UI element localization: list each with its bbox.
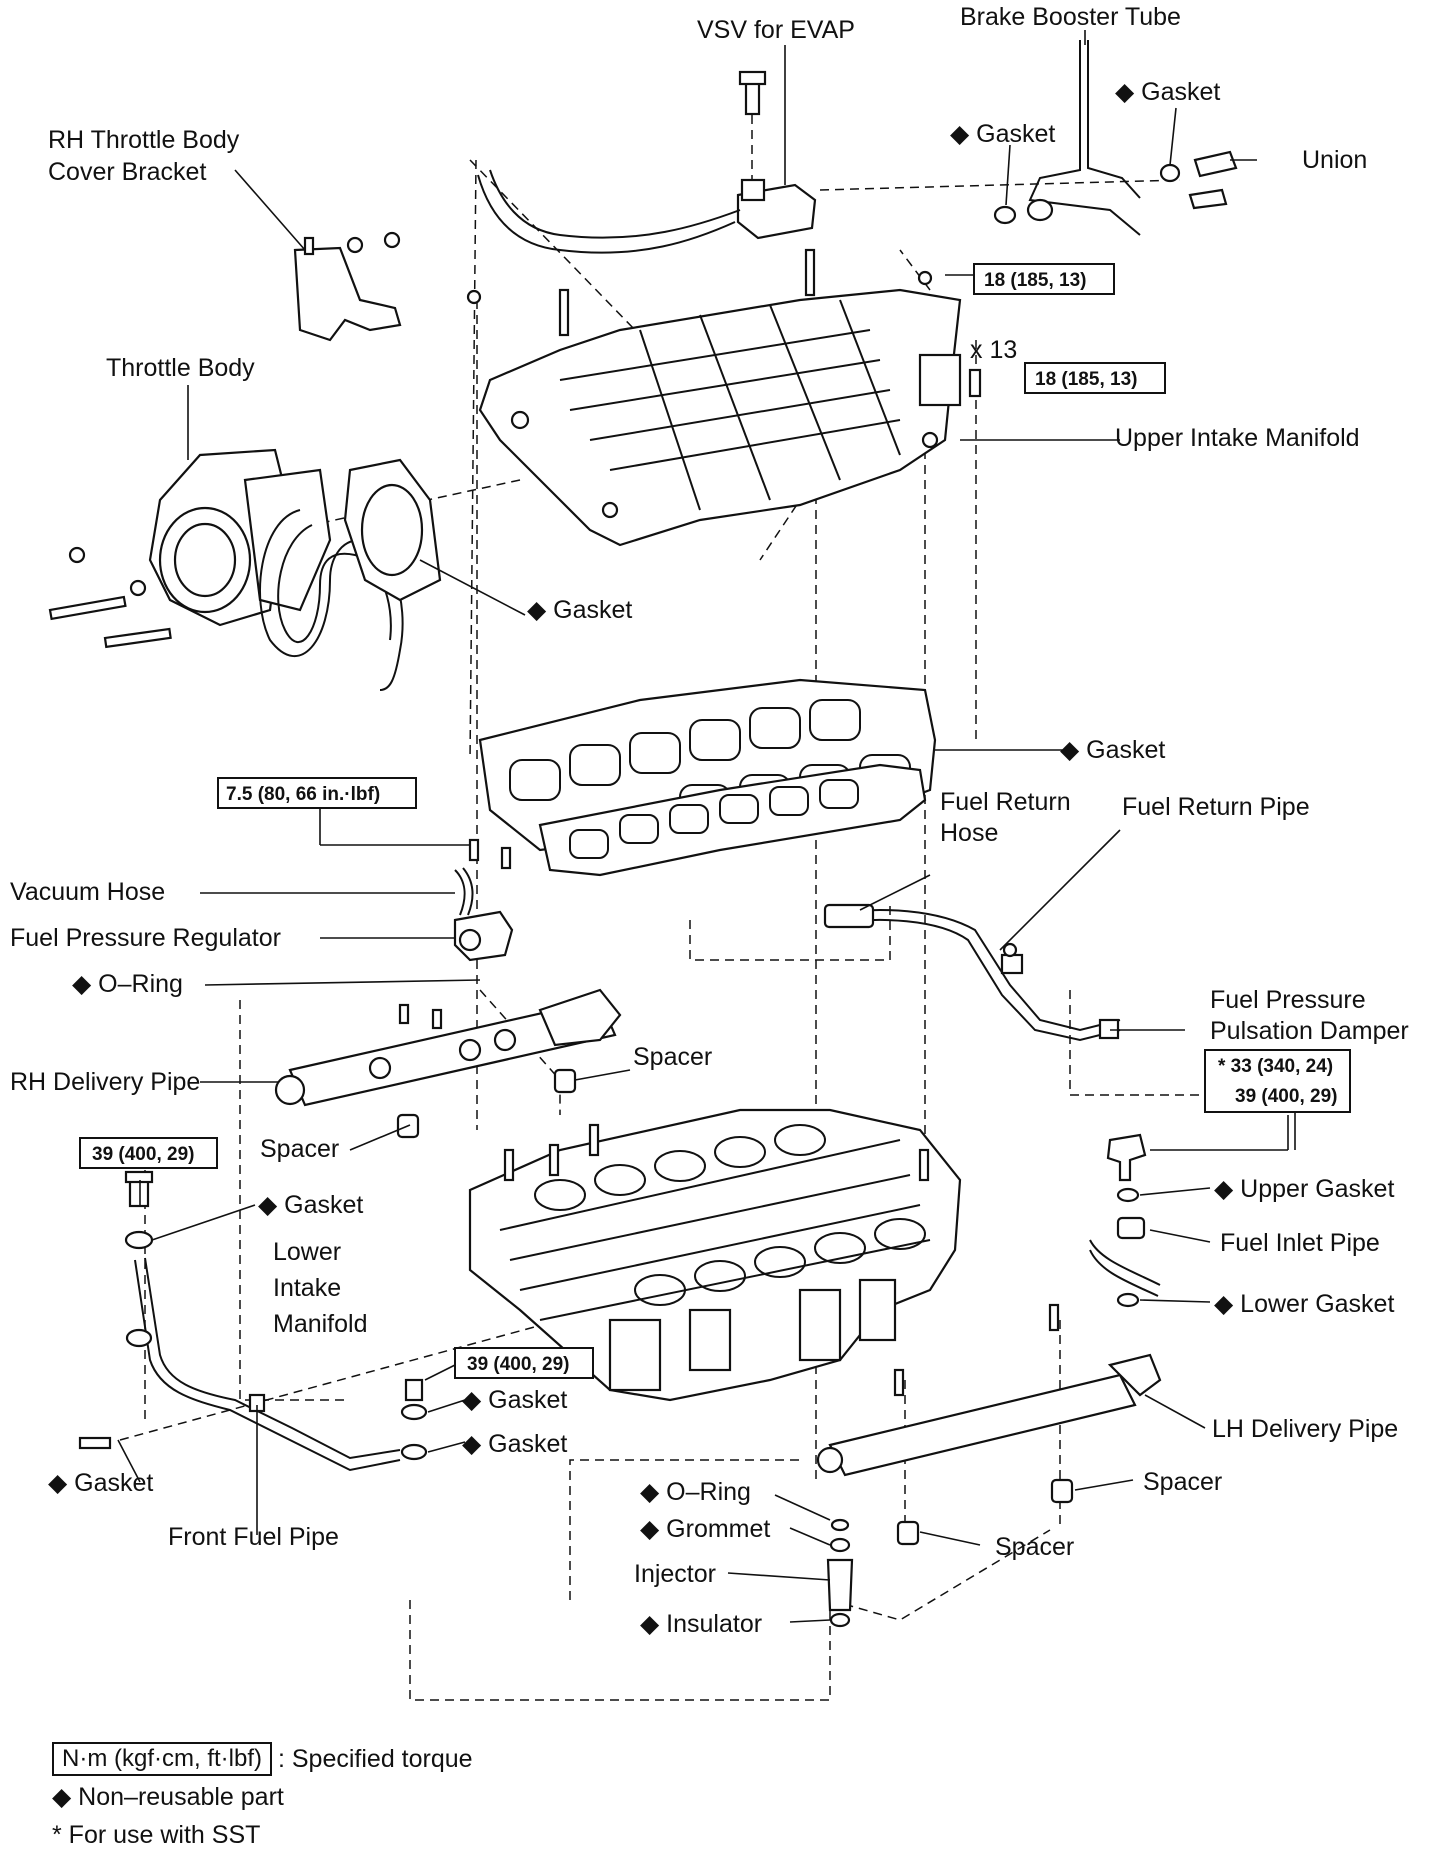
- label-fuel-return-pipe: Fuel Return Pipe: [1122, 793, 1310, 821]
- label-lower-manifold-3: Manifold: [273, 1310, 368, 1338]
- brake-booster-part: [993, 40, 1238, 236]
- leader-lines: [117, 30, 1296, 1623]
- fuel-return-pipe-part: [823, 903, 1121, 1042]
- label-lower-manifold-2: Intake: [273, 1274, 341, 1302]
- torque-box-39a: [79, 1137, 218, 1169]
- label-gasket-throttle-body: ◆ Gasket: [527, 596, 632, 624]
- label-o-ring-bottom: ◆ O–Ring: [640, 1478, 751, 1506]
- label-brake-booster-tube: Brake Booster Tube: [960, 3, 1181, 31]
- lower-intake-manifold-part: [468, 1108, 962, 1402]
- label-union: Union: [1302, 146, 1367, 174]
- label-vsv: VSV for EVAP: [697, 16, 855, 44]
- legend-torque-row: N·m (kgf·cm, ft·lbf) : Specified torque: [52, 1740, 473, 1778]
- legend-nonreusable: ◆ Non–reusable part: [52, 1783, 284, 1811]
- torque-box-18a: [973, 263, 1115, 295]
- label-fppd-1: Fuel Pressure: [1210, 986, 1366, 1014]
- label-gasket-front-1: ◆ Gasket: [258, 1191, 363, 1219]
- torque-box-33-39: [1204, 1049, 1351, 1113]
- label-lower-gasket: ◆ Lower Gasket: [1214, 1290, 1394, 1318]
- label-gasket-front-2: ◆ Gasket: [462, 1386, 567, 1414]
- torque-39c: 39 (400, 29): [1235, 1086, 1337, 1107]
- label-upper-intake-manifold: Upper Intake Manifold: [1115, 424, 1360, 452]
- throttle-body-part: [48, 448, 442, 691]
- label-rh-throttle-body-cover-1: RH Throttle Body: [48, 126, 240, 154]
- fuel-pressure-regulator-part: [453, 838, 514, 962]
- torque-39a: 39 (400, 29): [92, 1144, 194, 1165]
- label-gasket-tube: ◆ Gasket: [950, 120, 1055, 148]
- torque-39b: 39 (400, 29): [467, 1354, 569, 1375]
- rh-throttle-body-cover-bracket: [293, 231, 402, 342]
- fuel-inlet-pipe-part: [1089, 1133, 1161, 1308]
- label-spacer-rh-2: Spacer: [260, 1135, 339, 1163]
- callout-labels: VSV for EVAP Brake Booster Tube ◆ Gasket…: [10, 3, 1409, 1638]
- torque-18a: 18 (185, 13): [984, 270, 1086, 291]
- torque-18b: 18 (185, 13): [1035, 369, 1137, 390]
- lh-delivery-pipe-part: [816, 1303, 1162, 1628]
- label-gasket-union: ◆ Gasket: [1115, 78, 1220, 106]
- legend-torque-desc: : Specified torque: [277, 1745, 473, 1773]
- front-fuel-pipe-part: [78, 1170, 428, 1472]
- legend-torque-unit: N·m (kgf·cm, ft·lbf): [52, 1742, 272, 1776]
- torque-specs: 18 (185, 13) 18 (185, 13) 7.5 (80, 66 in…: [79, 263, 1351, 1379]
- label-grommet: ◆ Grommet: [640, 1515, 770, 1543]
- label-o-ring-top: ◆ O–Ring: [72, 970, 183, 998]
- torque-box-18b: [1024, 362, 1166, 394]
- label-fuel-return-hose-1: Fuel Return: [940, 788, 1071, 816]
- label-fuel-inlet-pipe: Fuel Inlet Pipe: [1220, 1229, 1380, 1257]
- label-gasket-front-4: ◆ Gasket: [48, 1469, 153, 1497]
- label-upper-gasket: ◆ Upper Gasket: [1214, 1175, 1394, 1203]
- label-gasket-upper-manifold: ◆ Gasket: [1060, 736, 1165, 764]
- label-vacuum-hose: Vacuum Hose: [10, 878, 165, 906]
- label-spacer-lh-1: Spacer: [1143, 1468, 1222, 1496]
- label-rh-throttle-body-cover-2: Cover Bracket: [48, 158, 206, 186]
- label-gasket-front-3: ◆ Gasket: [462, 1430, 567, 1458]
- label-x13: x 13: [970, 336, 1017, 364]
- label-fuel-return-hose-2: Hose: [940, 819, 998, 847]
- label-lh-delivery-pipe: LH Delivery Pipe: [1212, 1415, 1398, 1443]
- legend: N·m (kgf·cm, ft·lbf) : Specified torque …: [52, 1740, 473, 1854]
- label-fppd-2: Pulsation Damper: [1210, 1017, 1409, 1045]
- label-throttle-body: Throttle Body: [106, 354, 255, 382]
- label-insulator: ◆ Insulator: [640, 1610, 762, 1638]
- label-spacer-rh-1: Spacer: [633, 1043, 712, 1071]
- lower-gasket-sheet: [538, 763, 927, 877]
- label-rh-delivery-pipe: RH Delivery Pipe: [10, 1068, 200, 1096]
- label-lower-manifold-1: Lower: [273, 1238, 341, 1266]
- torque-box-7-5: [217, 777, 417, 809]
- legend-sst: * For use with SST: [52, 1821, 261, 1849]
- label-front-fuel-pipe: Front Fuel Pipe: [168, 1523, 339, 1551]
- rh-delivery-pipe-part: [274, 988, 622, 1139]
- torque-33: * 33 (340, 24): [1218, 1056, 1333, 1077]
- label-spacer-lh-2: Spacer: [995, 1533, 1074, 1561]
- torque-7-5: 7.5 (80, 66 in.·lbf): [226, 784, 380, 805]
- label-fuel-pressure-regulator: Fuel Pressure Regulator: [10, 924, 281, 952]
- label-injector: Injector: [634, 1560, 716, 1588]
- vsv-part: [477, 70, 817, 254]
- upper-intake-manifold-part: [466, 248, 982, 547]
- torque-box-39b: [454, 1347, 594, 1379]
